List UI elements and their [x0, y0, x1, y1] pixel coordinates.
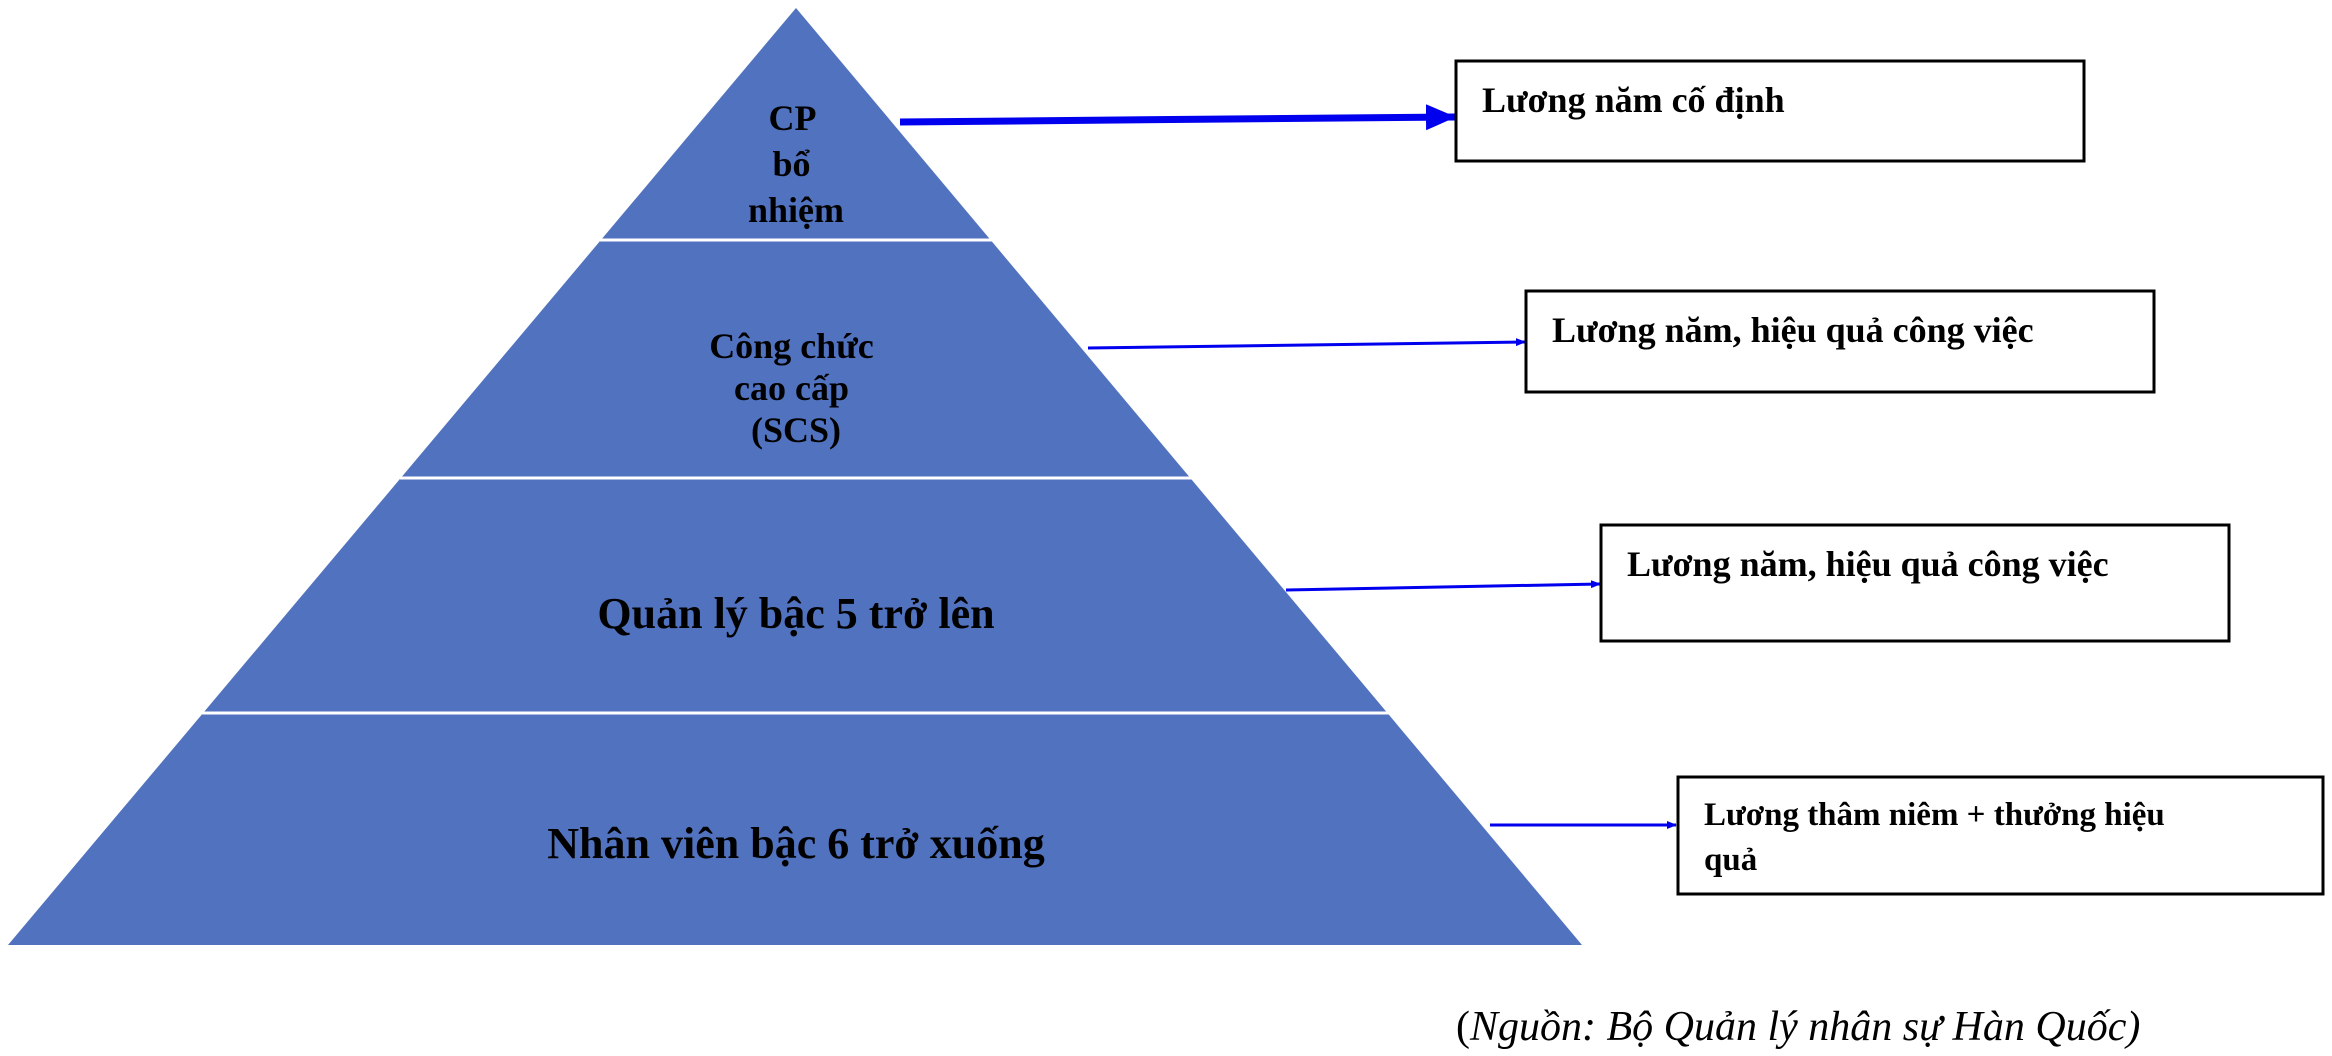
salary-box-performance-scs [1524, 289, 2156, 394]
salary-box-text: Lương năm, hiệu quả công việc [1627, 544, 2109, 584]
salary-box-seniority [1676, 775, 2325, 896]
tier-label-line: cao cấp [734, 368, 849, 408]
tier-label-line: nhiệm [748, 190, 844, 230]
arrow-tier1-to-box1 [899, 104, 1456, 131]
source-note-open: ( [1456, 1004, 1470, 1050]
salary-box-line: quả [1704, 842, 1757, 878]
arrow-tier2-to-box2 [1087, 338, 1526, 350]
tier-label-line: (SCS) [751, 410, 841, 450]
salary-box-line: Lương năm, hiệu quả công việc [1552, 310, 2034, 350]
salary-box-line: Lương năm cố định [1482, 80, 1785, 120]
arrow-tier3-to-box3 [1285, 580, 1601, 592]
tier-label-staff-grade6: Nhân viên bậc 6 trở xuống [547, 819, 1044, 868]
salary-box-text: Lương năm, hiệu quả công việc [1552, 310, 2034, 350]
salary-box-line: Lương năm, hiệu quả công việc [1627, 544, 2109, 584]
source-note-text: Nguồn: Bộ Quản lý nhân sự Hàn Quốc) [1469, 1004, 2140, 1050]
tier-label-appointed: CP bổ nhiệm [748, 98, 844, 230]
tier-label-line: Nhân viên bậc 6 trở xuống [547, 819, 1044, 868]
tier-label-line: Công chức [709, 326, 874, 366]
salary-box-performance-manager [1599, 523, 2231, 643]
tier-label-senior-civil-service: Công chức cao cấp (SCS) [709, 326, 883, 450]
tier-label-line: CP [768, 98, 815, 138]
salary-box-fixed [1454, 59, 2086, 163]
tier-label-manager-grade5: Quản lý bậc 5 trở lên [597, 589, 994, 638]
salary-box-text: Lương thâm niêm + thưởng hiệu quả [1704, 797, 2173, 878]
tier-label-line: bổ [772, 144, 810, 184]
salary-box-line: Lương thâm niêm + thưởng hiệu [1704, 797, 2165, 833]
tier-label-line: Quản lý bậc 5 trở lên [597, 589, 994, 638]
source-note: (Nguồn: Bộ Quản lý nhân sự Hàn Quốc) [1456, 1004, 2140, 1050]
salary-box-text: Lương năm cố định [1482, 80, 1785, 120]
